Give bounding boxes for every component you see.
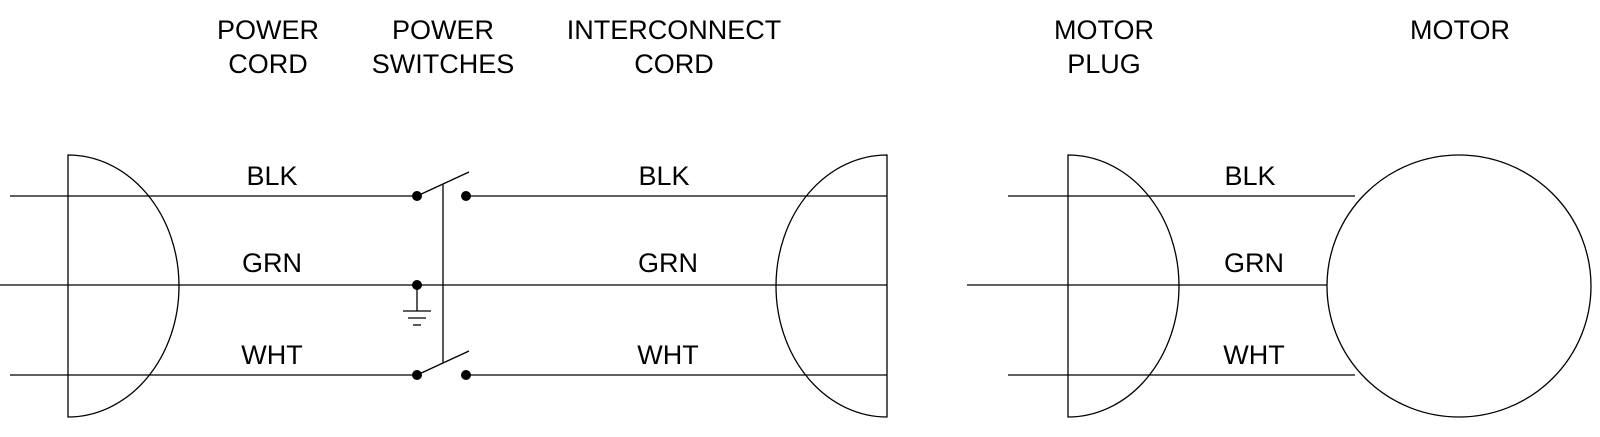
- power-cord-plug-shape: [67, 154, 180, 418]
- label-wht-power-cord: WHT: [241, 340, 302, 370]
- header-motor-plug-line2: PLUG: [1067, 49, 1141, 79]
- header-interconnect-cord-line1: INTERCONNECT: [567, 15, 782, 45]
- label-wht-interconnect: WHT: [637, 340, 698, 370]
- header-power-switches: POWER SWITCHES: [372, 15, 515, 79]
- label-blk-power-cord: BLK: [246, 161, 297, 191]
- header-interconnect-cord-line2: CORD: [634, 49, 714, 79]
- switch-white-terminal-out: [461, 370, 471, 380]
- motor-plug-shape: [1067, 154, 1180, 418]
- label-blk-motor: BLK: [1224, 161, 1275, 191]
- ground-symbol: [403, 280, 431, 326]
- header-motor-plug: MOTOR PLUG: [1054, 15, 1154, 79]
- label-grn-power-cord: GRN: [242, 248, 302, 278]
- header-power-cord: POWER CORD: [217, 15, 319, 79]
- header-power-cord-line2: CORD: [228, 49, 308, 79]
- interconnect-connector-shape: [775, 154, 888, 418]
- header-motor-line1: MOTOR: [1410, 15, 1510, 45]
- header-power-switches-line1: POWER: [392, 15, 494, 45]
- label-grn-interconnect: GRN: [638, 248, 698, 278]
- label-blk-interconnect: BLK: [638, 161, 689, 191]
- label-grn-motor: GRN: [1224, 248, 1284, 278]
- header-motor: MOTOR: [1410, 15, 1510, 45]
- header-interconnect-cord: INTERCONNECT CORD: [567, 15, 782, 79]
- motor-circle: [1326, 154, 1592, 418]
- label-wht-motor: WHT: [1223, 340, 1284, 370]
- header-motor-plug-line1: MOTOR: [1054, 15, 1154, 45]
- power-switch: [412, 171, 471, 380]
- header-power-cord-line1: POWER: [217, 15, 319, 45]
- switch-black-terminal-out: [461, 191, 471, 201]
- header-power-switches-line2: SWITCHES: [372, 49, 515, 79]
